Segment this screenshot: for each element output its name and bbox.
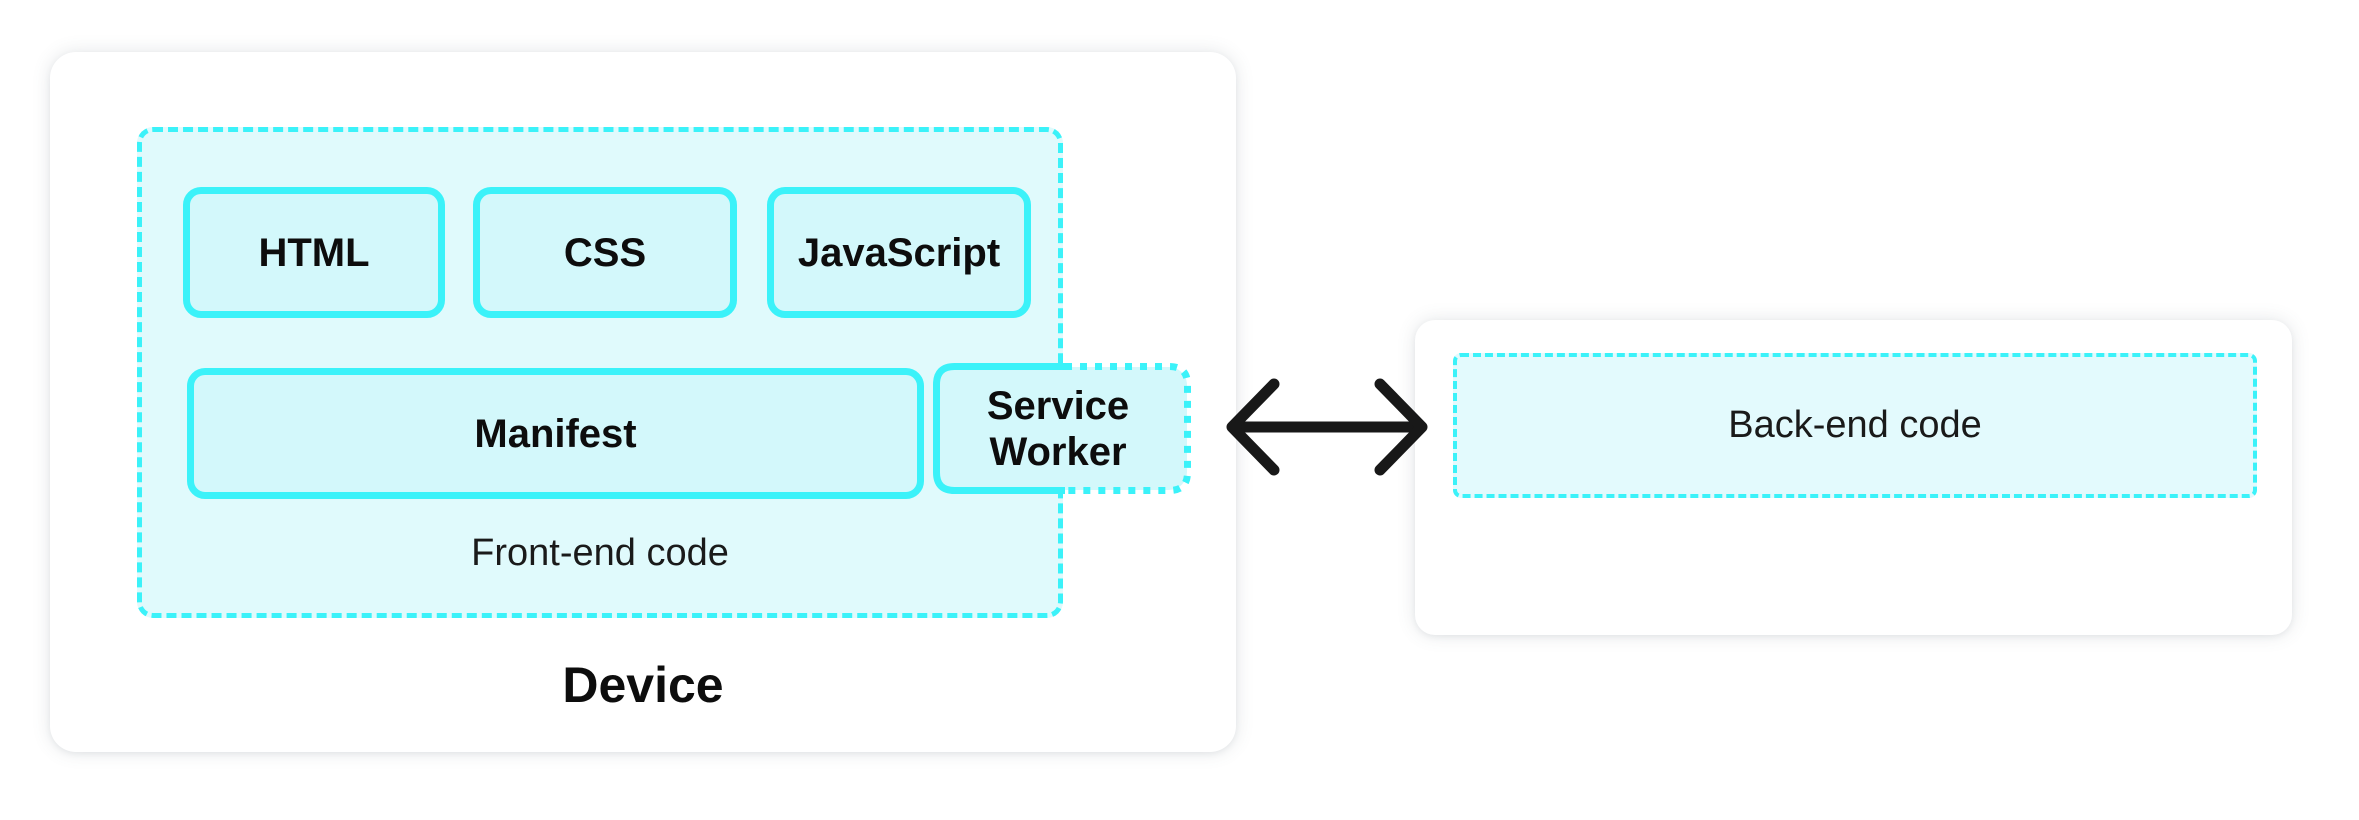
manifest-box-label: Manifest <box>474 411 637 456</box>
javascript-box: JavaScript <box>767 187 1031 318</box>
device-label: Device <box>562 657 724 713</box>
backend-code-label: Back-end code <box>1728 404 1982 446</box>
service-worker-label: Service Worker <box>986 383 1130 474</box>
frontend-code-caption: Front-end code <box>471 532 729 574</box>
bidirectional-arrow-icon <box>1226 378 1428 476</box>
backend-code-box: Back-end code <box>1453 353 2257 498</box>
service-worker-box: Service Worker <box>933 363 1191 494</box>
css-box: CSS <box>473 187 737 318</box>
javascript-box-label: JavaScript <box>797 230 1001 275</box>
service-worker-box-shape <box>933 363 1191 494</box>
css-box-label: CSS <box>563 230 647 275</box>
web-server-card: Back-end code Web server <box>1415 320 2292 635</box>
manifest-box: Manifest <box>187 368 924 499</box>
frontend-code-container: HTML CSS JavaScript Manifest <box>137 127 1063 618</box>
html-box-label: HTML <box>258 230 370 275</box>
service-worker-label-wrap: Service Worker <box>963 363 1153 494</box>
html-box: HTML <box>183 187 445 318</box>
device-card: HTML CSS JavaScript Manifest Front-end c… <box>50 52 1236 752</box>
